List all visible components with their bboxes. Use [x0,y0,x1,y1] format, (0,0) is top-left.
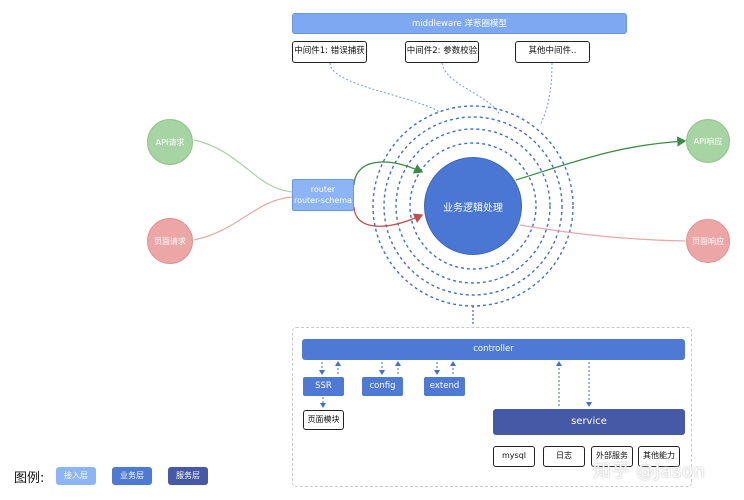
middleware-others[interactable]: 其他中间件.. [515,41,590,63]
mw1-connector [329,62,441,113]
mw2-connector [441,62,501,116]
business-logic-core[interactable]: 业务逻辑处理 [424,157,522,255]
page-response-node[interactable]: 页面响应 [686,219,730,263]
legend-access-layer: 接入层 [56,467,96,485]
core-to-api-response [515,136,687,181]
api-request-flow [193,139,293,193]
other-capability-box[interactable]: 其他能力 [638,446,680,467]
legend-business-layer: 业务层 [112,467,152,485]
onion-ring [395,128,551,284]
app-layer-container [292,327,692,487]
page-module-box[interactable]: 页面模块 [303,410,344,430]
onion-ring [409,142,537,270]
router-to-core-green [353,161,424,186]
config-box[interactable]: config [362,377,403,396]
controller-bar[interactable]: controller [302,339,685,360]
external-service-box[interactable]: 外部服务 [591,446,633,467]
legend-service-layer: 服务层 [168,467,208,485]
middleware-param-validate[interactable]: 中间件2: 参数校验 [405,41,479,63]
router-to-core-red [353,206,424,227]
onion-ring [383,116,563,296]
service-bar[interactable]: service [493,409,685,435]
router-label: router [310,185,336,194]
api-request-node[interactable]: API请求 [147,119,193,165]
middleware-error-catch[interactable]: 中间件1: 错误捕获 [292,41,367,63]
page-request-node[interactable]: 页面请求 [147,218,193,264]
legend-label: 图例: [14,471,45,486]
ssr-box[interactable]: SSR [303,377,344,396]
page-request-flow [193,196,293,241]
watermark-text: 知乎 @Jason [593,461,706,482]
onion-model-title: middleware 洋葱圈模型 [292,13,627,34]
core-to-page-response [519,224,686,242]
mw3-connector [539,62,553,126]
extend-box[interactable]: extend [424,377,465,396]
api-response-node[interactable]: API响应 [686,119,730,163]
router-schema-label: router-schema [293,196,353,205]
router-box[interactable]: router router-schema [292,179,354,211]
log-box[interactable]: 日志 [543,446,585,467]
mysql-box[interactable]: mysql [493,446,535,467]
